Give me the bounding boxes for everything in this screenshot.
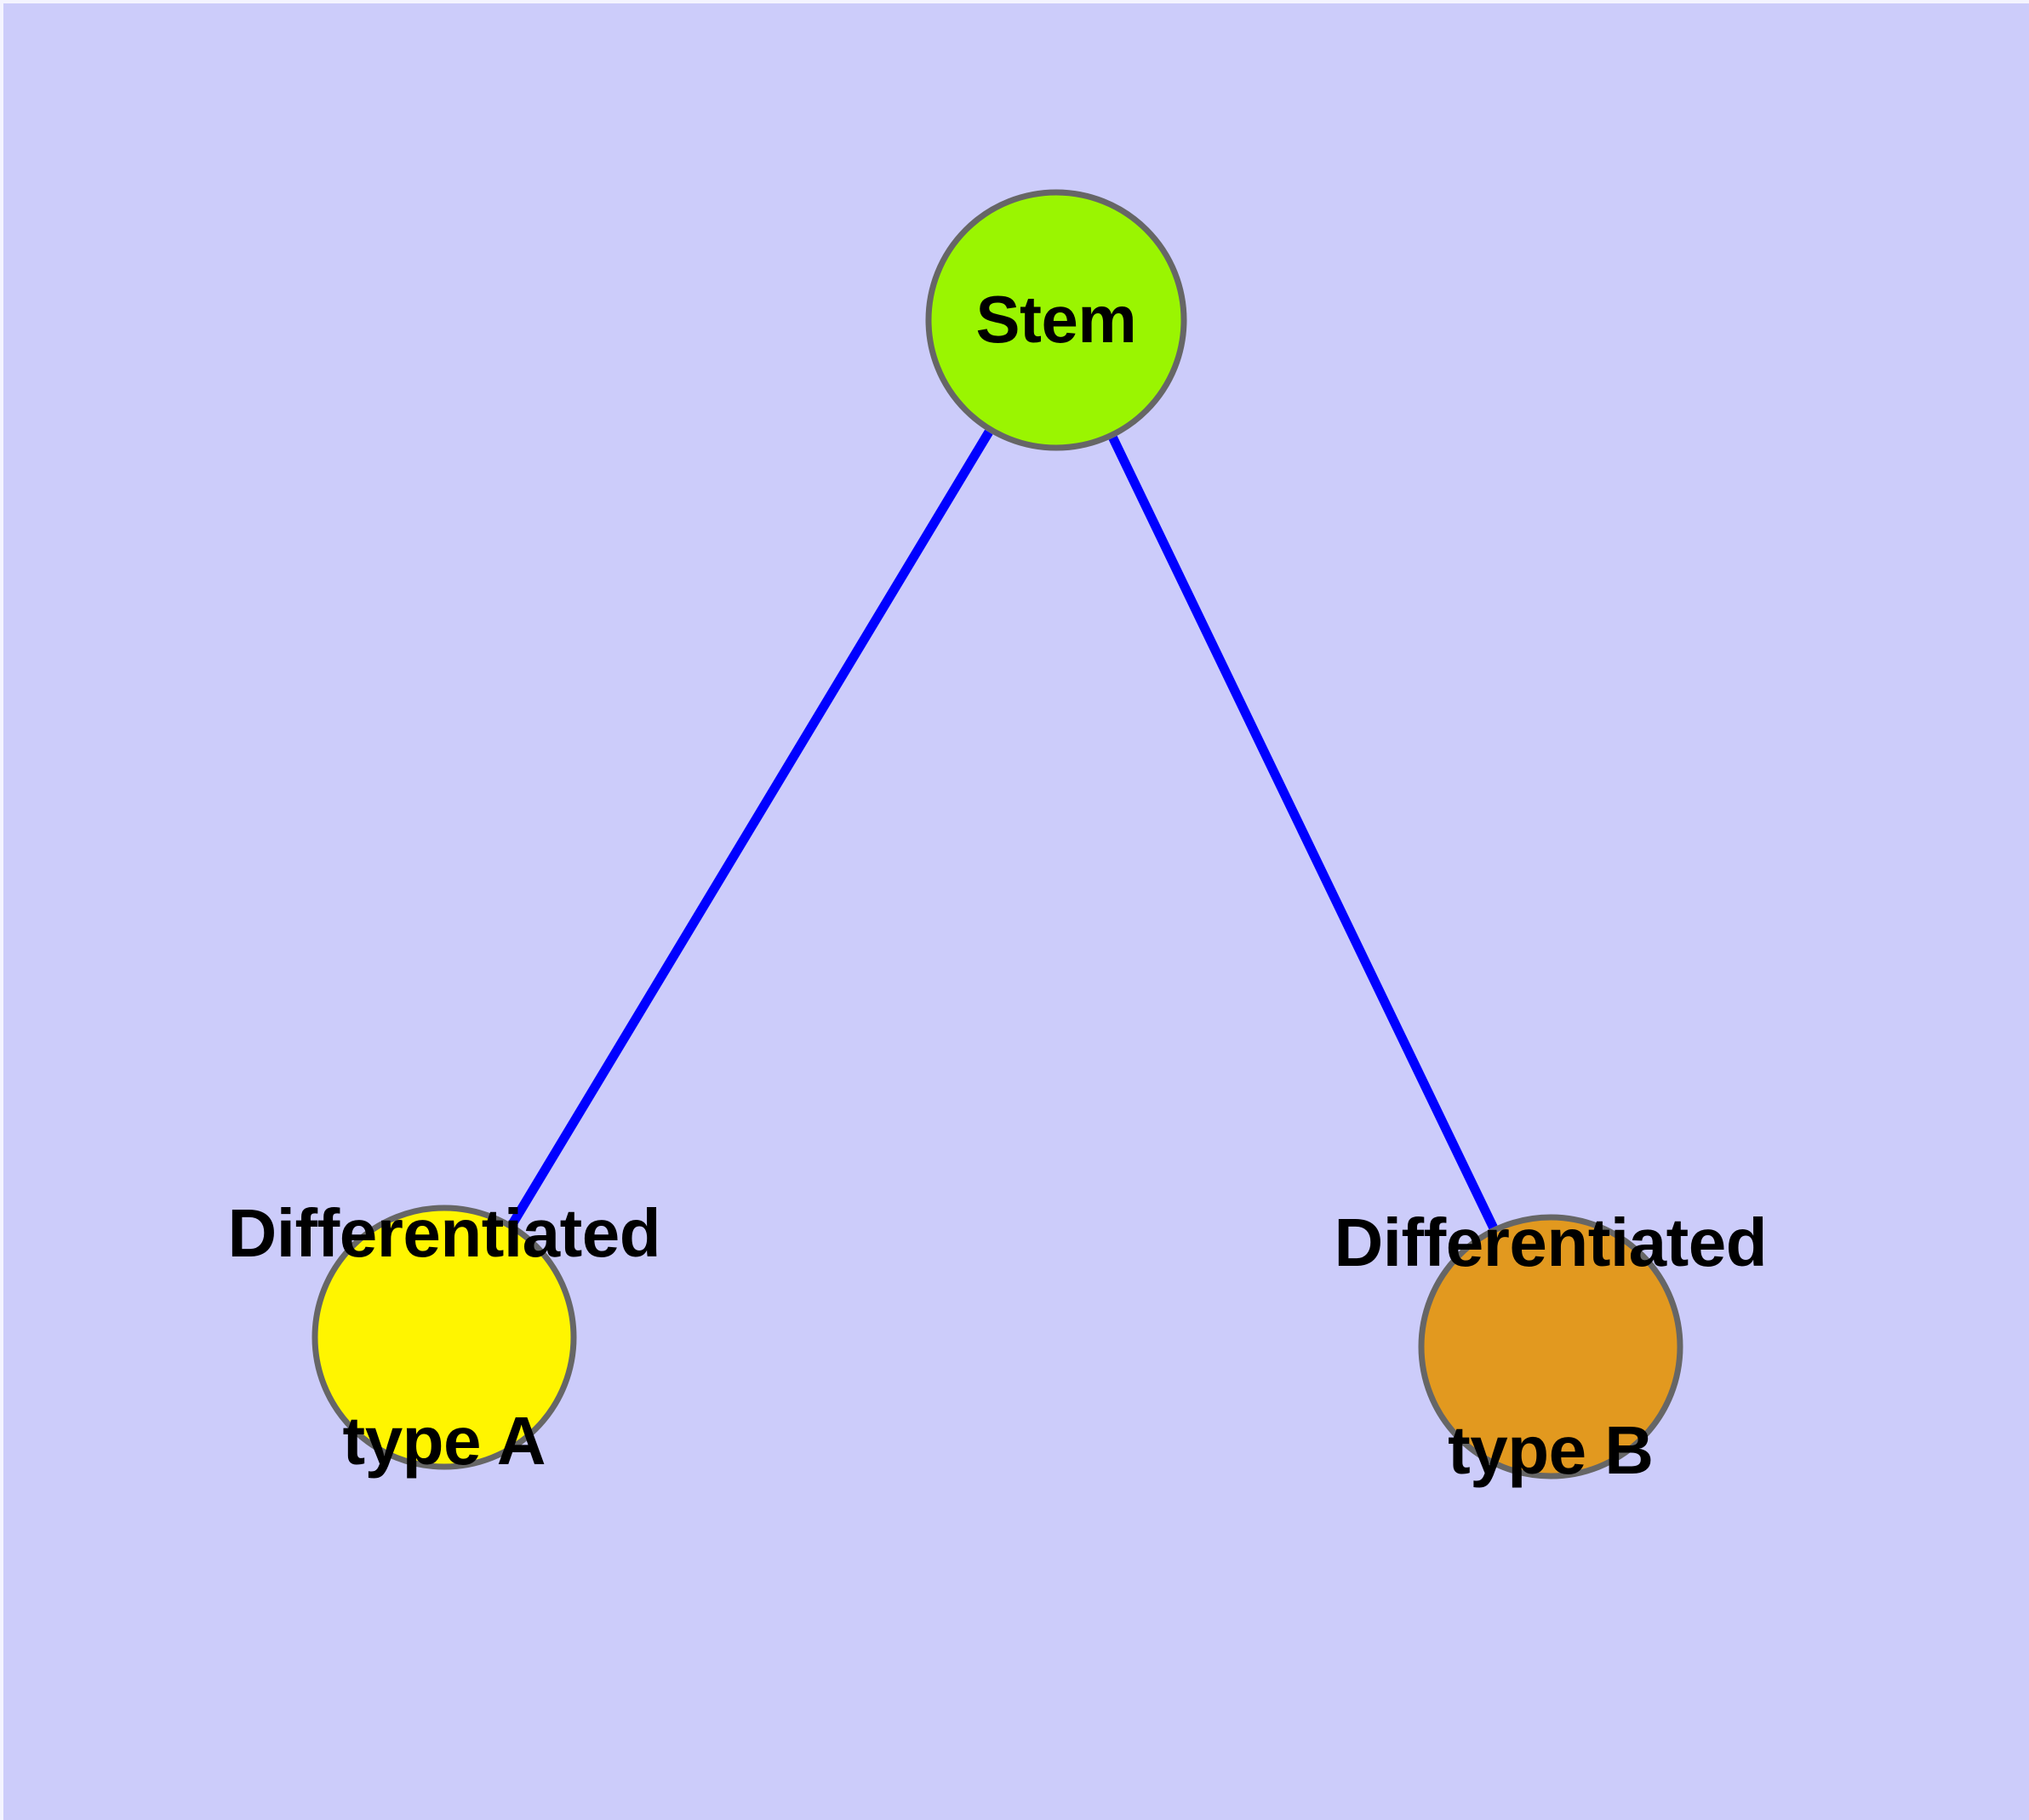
node-differentiated-type-b[interactable] [1418,1214,1683,1479]
node-stem[interactable] [925,189,1187,451]
edge-stem-to-differentiated-type-a[interactable] [508,429,993,1227]
edge-layer [508,429,1498,1230]
edge-stem-to-differentiated-type-b[interactable] [1108,435,1498,1230]
node-layer [311,189,1683,1479]
node-differentiated-type-a[interactable] [311,1205,577,1470]
graph-svg [311,189,1683,1479]
